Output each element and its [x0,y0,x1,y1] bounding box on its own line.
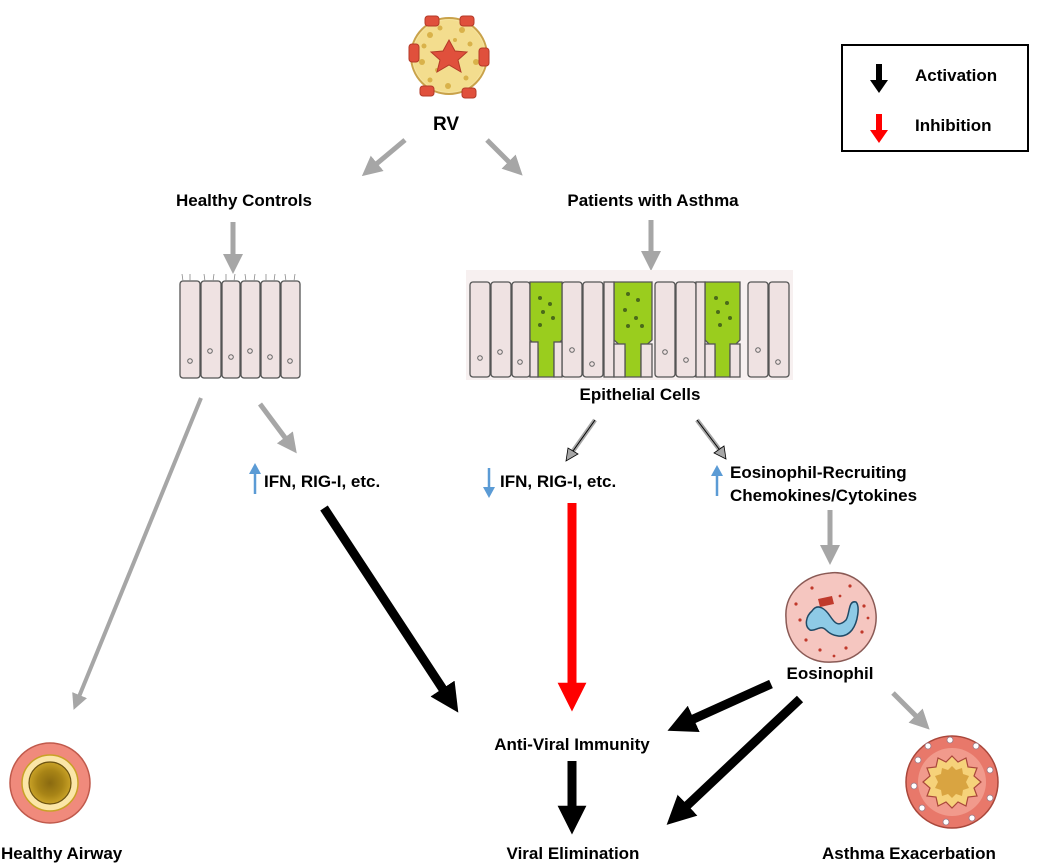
eos-recruit-label-line1: Eosinophil-Recruiting [730,463,907,482]
asthma-epithelium-illustration [466,270,793,380]
legend: Activation Inhibition [841,44,1029,152]
eosinophil-illustration [785,572,877,663]
rhinovirus-illustration [408,15,490,99]
asthma-exacerbation-label: Asthma Exacerbation [822,844,996,863]
anti-viral-immunity-label: Anti-Viral Immunity [494,735,650,754]
eosinophil-label: Eosinophil [786,664,874,683]
viral-elimination-label: Viral Elimination [506,844,640,863]
arrow-epithelium-to-ifn-up [257,402,297,454]
legend-inhibition-label: Inhibition [915,116,992,135]
eos-recruit-label-line2: Chemokines/Cytokines [730,486,918,505]
upregulation-arrow-icon [249,463,261,494]
activation-arrow-eosinophil-to-immunity [667,679,773,733]
arrow-epithelial-to-ifn-down [565,418,597,462]
arrow-rv-to-asthma [485,138,523,176]
arrow-epithelium-to-healthy-airway [72,397,203,710]
arrow-eosinophil-to-asthma-exacerbation [891,691,930,730]
downregulation-arrow-icon [483,468,495,498]
patients-with-asthma-label: Patients with Asthma [567,191,739,210]
healthy-airway-label: Healthy Airway [1,844,123,863]
healthy-epithelium-illustration [179,273,301,379]
activation-arrow-icon [870,64,888,93]
arrow-epithelial-to-eos-chemokines [695,418,727,460]
upregulation-arrow-icon-eos [711,465,723,496]
activation-arrow-ifn-to-immunity [320,505,459,713]
legend-activation-label: Activation [915,66,998,85]
ifn-up-label: IFN, RIG-I, etc. [264,472,381,491]
arrow-rv-to-healthy [361,138,407,177]
healthy-airway-illustration [9,742,91,824]
rv-label: RV [432,114,460,135]
inhibition-arrow-icon [870,114,888,143]
asthma-airway-illustration [905,735,999,829]
legend-activation-row: Activation [843,60,1027,94]
activation-arrow-eosinophil-to-elimination [666,695,804,825]
epithelial-cells-label: Epithelial Cells [579,385,701,404]
ifn-down-label: IFN, RIG-I, etc. [500,472,617,491]
legend-inhibition-row: Inhibition [843,110,1027,144]
healthy-controls-label: Healthy Controls [175,191,313,210]
